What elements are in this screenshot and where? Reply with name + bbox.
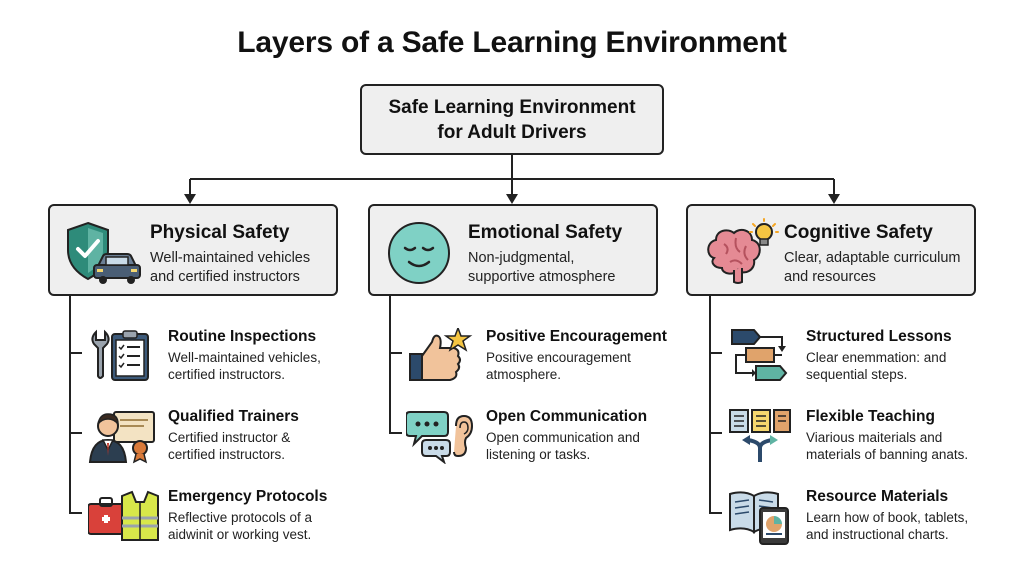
item-routine-inspections: Routine Inspections Well-maintained vehi… — [88, 328, 388, 388]
arrowhead-emotional — [506, 194, 518, 204]
root-node: Safe Learning Environment for Adult Driv… — [360, 84, 664, 155]
item-resource-materials: Resource Materials Learn how of book, ta… — [726, 488, 1024, 548]
item-qualified-trainers: Qualified Trainers Certified instructor … — [88, 408, 388, 468]
flow-steps-icon — [731, 329, 788, 381]
item-open-communication: Open Communication Open communication an… — [406, 408, 706, 468]
item-structured-lessons: Structured Lessons Clear enemmation: and… — [726, 328, 1024, 388]
documents-branching-arrows-icon — [729, 409, 791, 462]
diagram-title: Layers of a Safe Learning Environment — [237, 26, 787, 59]
cognitive-safety-title: Cognitive Safety — [784, 222, 933, 243]
arrowhead-cognitive — [828, 194, 840, 204]
physical-safety-title: Physical Safety — [150, 222, 290, 243]
physical-items-trunk — [69, 296, 82, 514]
category-emotional-safety: Emotional Safety Non-judgmental, support… — [368, 204, 658, 296]
routine-inspections-description: Well-maintained vehicles, certified inst… — [168, 350, 321, 382]
instructor-certificate-icon — [88, 411, 155, 464]
qualified-trainers-title: Qualified Trainers — [168, 408, 299, 425]
flexible-teaching-title: Flexible Teaching — [806, 408, 935, 425]
category-cognitive-safety: Cognitive Safety Clear, adaptable curric… — [686, 204, 976, 296]
emotional-safety-description: Non-judgmental, supportive atmosphere — [468, 250, 616, 285]
item-flexible-teaching: Flexible Teaching Viarious maiterials an… — [726, 408, 1024, 468]
emergency-protocols-title: Emergency Protocols — [168, 488, 328, 505]
open-communication-description: Open communication and listening or task… — [486, 430, 640, 462]
structured-lessons-description: Clear enemmation: and sequential steps. — [806, 350, 947, 382]
cognitive-items-trunk — [709, 296, 722, 514]
root-line-2: for Adult Drivers — [437, 121, 587, 143]
emotional-items-trunk — [389, 296, 402, 434]
open-communication-title: Open Communication — [486, 408, 648, 425]
structured-lessons-title: Structured Lessons — [806, 328, 952, 345]
qualified-trainers-description: Certified instructor & certified instruc… — [168, 430, 291, 462]
routine-inspections-title: Routine Inspections — [168, 328, 317, 345]
flexible-teaching-description: Viarious maiterials and materials of ban… — [806, 430, 969, 462]
emergency-protocols-description: Reflective protocols of a aidwinit or wo… — [168, 510, 313, 542]
first-aid-vest-icon — [88, 490, 159, 541]
arrowhead-physical — [184, 194, 196, 204]
thumbs-up-star-icon — [409, 328, 473, 381]
positive-encouragement-title: Positive Encouragement — [486, 328, 667, 345]
item-emergency-protocols: Emergency Protocols Reflective protocols… — [88, 488, 388, 548]
resource-materials-title: Resource Materials — [806, 488, 949, 505]
brain-lightbulb-icon — [707, 218, 779, 284]
cognitive-safety-description: Clear, adaptable curriculum and resource… — [784, 250, 961, 285]
positive-encouragement-description: Positive encouragement atmosphere. — [486, 350, 631, 382]
physical-safety-description: Well-maintained vehicles and certified i… — [150, 250, 311, 285]
book-tablet-icon — [729, 491, 789, 545]
resource-materials-description: Learn how of book, tablets, and instruct… — [806, 510, 969, 542]
speech-bubbles-ear-icon — [406, 411, 474, 464]
category-physical-safety: Physical Safety Well-maintained vehicles… — [48, 204, 338, 296]
emotional-safety-title: Emotional Safety — [468, 222, 623, 243]
item-positive-encouragement: Positive Encouragement Positive encourag… — [406, 328, 706, 388]
root-line-1: Safe Learning Environment — [388, 96, 636, 118]
wrench-clipboard-icon — [91, 329, 149, 381]
shield-car-icon — [67, 221, 141, 284]
calm-face-icon — [388, 222, 450, 284]
